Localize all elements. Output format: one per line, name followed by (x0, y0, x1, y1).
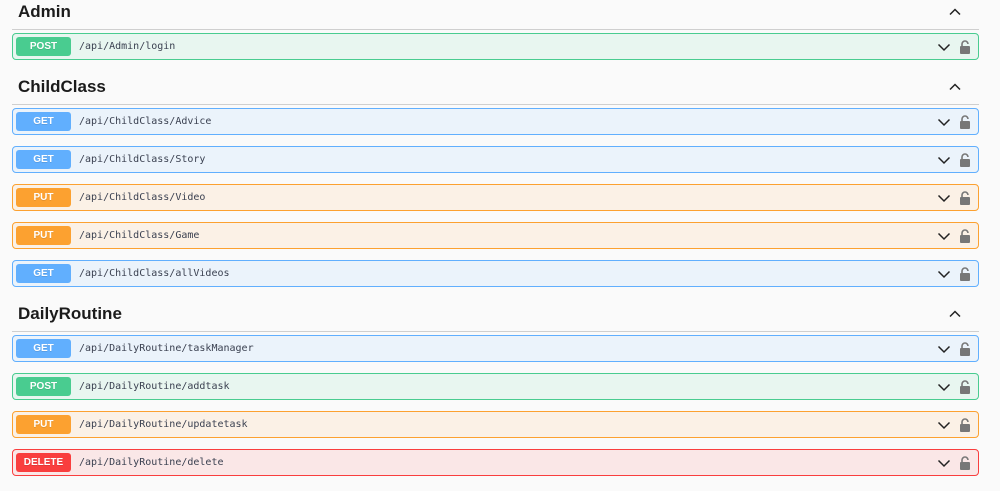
operation-row[interactable]: GET /api/ChildClass/Story (12, 146, 979, 173)
operation-path: /api/ChildClass/Game (79, 230, 200, 241)
chevron-down-icon[interactable] (937, 342, 951, 356)
operation-row[interactable]: GET /api/ChildClass/allVideos (12, 260, 979, 287)
method-badge: PUT (16, 226, 71, 245)
api-operations-list: Admin POST /api/Admin/login ChildClass G… (12, 0, 979, 491)
operation-path: /api/Admin/login (79, 41, 176, 52)
lock-icon[interactable] (959, 114, 971, 129)
method-badge: POST (16, 37, 71, 56)
section-title: ChildClass (18, 76, 106, 96)
chevron-down-icon[interactable] (937, 40, 951, 54)
chevron-up-icon[interactable] (948, 307, 962, 321)
operation-path: /api/ChildClass/allVideos (79, 268, 230, 279)
operation-path: /api/DailyRoutine/delete (79, 457, 224, 468)
operation-row[interactable]: POST /api/DailyRoutine/addtask (12, 373, 979, 400)
method-badge: PUT (16, 415, 71, 434)
lock-icon[interactable] (959, 455, 971, 470)
lock-icon[interactable] (959, 341, 971, 356)
method-badge: GET (16, 339, 71, 358)
chevron-down-icon[interactable] (937, 267, 951, 281)
chevron-up-icon[interactable] (948, 5, 962, 19)
section-header[interactable]: Admin (12, 0, 979, 30)
operation-row[interactable]: DELETE /api/DailyRoutine/delete (12, 449, 979, 476)
operation-row[interactable]: POST /api/Admin/login (12, 33, 979, 60)
section-header[interactable]: DailyRoutine (12, 302, 979, 332)
operation-list: GET /api/DailyRoutine/taskManager POST /… (12, 335, 979, 476)
operation-row[interactable]: GET /api/ChildClass/Advice (12, 108, 979, 135)
method-badge: DELETE (16, 453, 71, 472)
section-header[interactable]: ChildClass (12, 75, 979, 105)
method-badge: GET (16, 112, 71, 131)
chevron-down-icon[interactable] (937, 380, 951, 394)
operation-row[interactable]: GET /api/DailyRoutine/taskManager (12, 335, 979, 362)
section-dailyroutine: DailyRoutine GET /api/DailyRoutine/taskM… (12, 302, 979, 476)
method-badge: GET (16, 264, 71, 283)
chevron-up-icon[interactable] (948, 80, 962, 94)
section-childclass: ChildClass GET /api/ChildClass/Advice GE… (12, 75, 979, 287)
chevron-down-icon[interactable] (937, 229, 951, 243)
lock-icon[interactable] (959, 190, 971, 205)
lock-icon[interactable] (959, 379, 971, 394)
operation-row[interactable]: PUT /api/DailyRoutine/updatetask (12, 411, 979, 438)
operation-path: /api/ChildClass/Video (79, 192, 206, 203)
section-title: Admin (18, 1, 71, 21)
operation-path: /api/DailyRoutine/addtask (79, 381, 230, 392)
section-title: DailyRoutine (18, 303, 122, 323)
lock-icon[interactable] (959, 228, 971, 243)
operation-path: /api/ChildClass/Story (79, 154, 206, 165)
chevron-down-icon[interactable] (937, 191, 951, 205)
section-admin: Admin POST /api/Admin/login (12, 0, 979, 60)
chevron-down-icon[interactable] (937, 418, 951, 432)
lock-icon[interactable] (959, 417, 971, 432)
operation-row[interactable]: PUT /api/ChildClass/Video (12, 184, 979, 211)
chevron-down-icon[interactable] (937, 456, 951, 470)
method-badge: POST (16, 377, 71, 396)
method-badge: PUT (16, 188, 71, 207)
operation-path: /api/ChildClass/Advice (79, 116, 212, 127)
operation-list: POST /api/Admin/login (12, 33, 979, 60)
chevron-down-icon[interactable] (937, 115, 951, 129)
operation-row[interactable]: PUT /api/ChildClass/Game (12, 222, 979, 249)
lock-icon[interactable] (959, 152, 971, 167)
method-badge: GET (16, 150, 71, 169)
lock-icon[interactable] (959, 266, 971, 281)
lock-icon[interactable] (959, 39, 971, 54)
operation-list: GET /api/ChildClass/Advice GET /api/Chil… (12, 108, 979, 287)
operation-path: /api/DailyRoutine/updatetask (79, 419, 248, 430)
chevron-down-icon[interactable] (937, 153, 951, 167)
operation-path: /api/DailyRoutine/taskManager (79, 343, 254, 354)
